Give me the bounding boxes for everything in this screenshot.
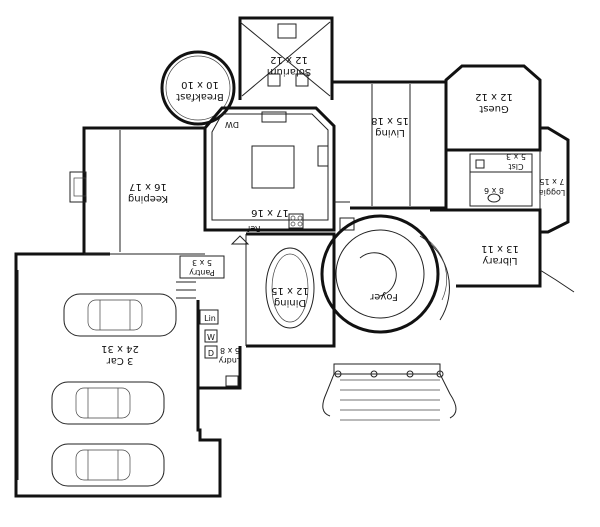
front-porch [322,363,457,421]
room-dim: 5 x 3 [192,258,212,267]
room-dim: 5 x 3 [506,152,526,161]
car-3 [51,443,165,487]
room-name: Solarium [267,66,311,77]
foyer-room [320,214,450,334]
room-label-kitchen: 17 x 16 [251,207,289,218]
dryer-label: D [208,349,214,358]
fixture-label-dryer: D [208,349,214,358]
room-label-solarium: Solarium 12 x 12 [267,54,311,77]
room-label-pantry: Pantry 5 x 3 [189,258,215,277]
dishwasher-label: DW [225,120,239,129]
room-dim: 10 x 10 [181,79,219,90]
room-name: Keeping [128,193,168,204]
car-2 [51,381,165,425]
car-1 [63,293,177,337]
fixture-label-ref: Ref [247,224,260,233]
room-dim: 17 x 16 [251,207,289,218]
room-dim: 7 x 15 [539,177,564,186]
room-dim: 16 x 17 [129,181,167,192]
solarium-room [238,16,334,100]
room-name: Clst [508,162,523,171]
room-label-foyer: Foyer [369,291,398,302]
room-name: Library [482,255,517,266]
room-name: Lndry [218,356,241,365]
room-label-keeping: Keeping 16 x 17 [128,181,168,204]
room-name: Foyer [369,291,398,302]
room-label-closet: Clst 5 x 3 [506,152,526,171]
room-dim: 8 x 6 [484,186,504,195]
room-dim: 15 x 18 [371,115,409,126]
garage-area [14,252,222,498]
guest-suite [444,64,570,234]
room-name: Guest [479,103,508,114]
room-label-laundry: Lndry 6 x 8 [218,346,241,365]
keeping-room [69,126,205,255]
room-label-dining: Dining 12 x 15 [271,285,309,308]
dining-room [245,232,336,348]
room-name: Breakfast [176,91,224,102]
room-name: Pantry [189,268,215,277]
refrigerator-label: Ref [247,224,260,233]
fixture-label-dw: DW [225,120,239,129]
room-dim: 6 x 8 [220,346,240,355]
fixture-label-washer: W [207,333,215,342]
room-dim: 12 x 12 [270,54,308,65]
room-dim: 12 x 12 [475,91,513,102]
service-area [176,235,250,390]
linen-label: Lin [204,314,216,323]
room-label-garage: 3 Car 24 x 31 [101,343,139,366]
kitchen-room [203,106,355,232]
room-name: Loggia [539,188,566,197]
room-dim: 24 x 31 [101,343,139,354]
room-label-living: Living 15 x 18 [371,115,409,138]
living-room [332,80,448,210]
room-label-guest: Guest 12 x 12 [475,91,513,114]
room-name: Dining [274,297,306,308]
room-label-library: Library 13 x 11 [481,243,519,266]
library-room [430,208,575,293]
room-name: 3 Car [106,355,134,366]
washer-label: W [207,333,215,342]
room-label-breakfast: Breakfast 10 x 10 [176,79,224,102]
room-label-loggia: Loggia 7 x 15 [539,177,566,197]
room-name: Living [375,127,405,138]
room-label-bath: 8 x 6 [484,186,504,195]
fixture-label-lin: Lin [204,314,216,323]
room-dim: 13 x 11 [481,243,519,254]
room-dim: 12 x 15 [271,285,309,296]
breakfast-room [160,50,236,126]
